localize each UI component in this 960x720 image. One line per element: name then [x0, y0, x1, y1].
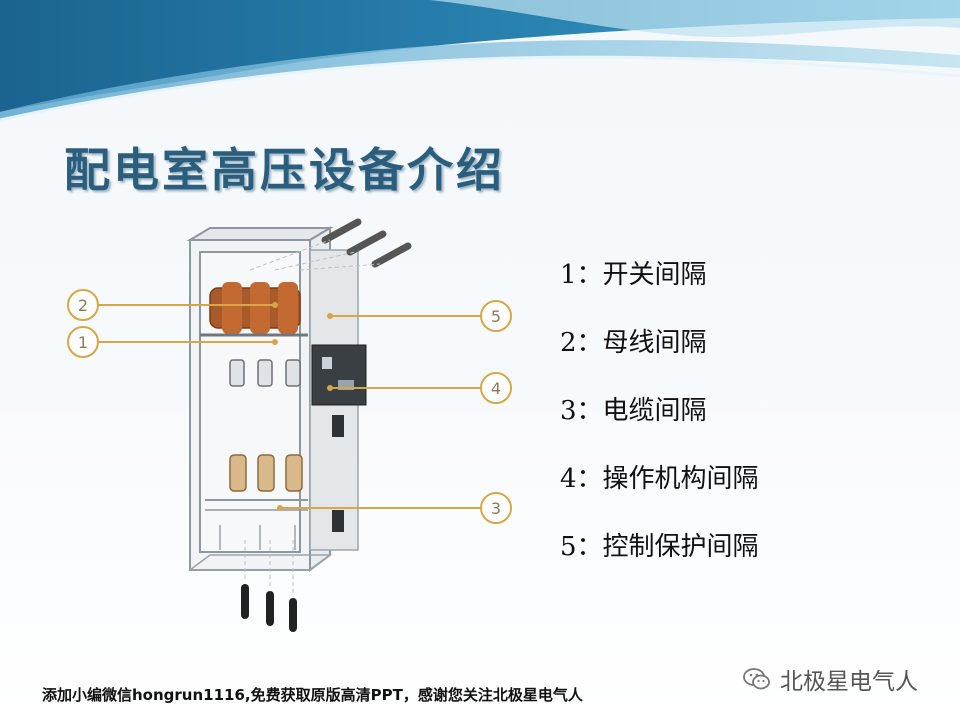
callout-3: 3: [480, 492, 512, 524]
slide-title: 配电室高压设备介绍: [64, 143, 505, 197]
callout-1: 1: [67, 326, 99, 358]
top-bushings: [321, 218, 412, 268]
legend-item-busbar: 2：母线间隔: [560, 328, 707, 358]
svg-text:2: 2: [78, 296, 88, 315]
callout-5: 5: [480, 300, 512, 332]
switch-compartment: [229, 359, 301, 387]
header-wave-decoration: [0, 0, 960, 122]
footer-note: 添加小编微信hongrun1116,免费获取原版高清PPT，感谢您关注北极星电气…: [42, 686, 583, 704]
wechat-icon: [743, 668, 770, 690]
callout-4: 4: [480, 372, 512, 404]
legend-item-mechanism: 4：操作机构间隔: [560, 464, 759, 494]
bottom-cables: [241, 584, 297, 632]
legend-item-switch: 1：开关间隔: [560, 260, 707, 290]
legend-item-cable: 3：电缆间隔: [560, 396, 707, 426]
mechanism-box: [311, 344, 367, 406]
legend-item-control: 5：控制保护间隔: [560, 532, 759, 562]
cable-compartment: [229, 454, 303, 492]
svg-text:1: 1: [78, 333, 88, 352]
compartment-legend: 1：开关间隔 2：母线间隔 3：电缆间隔 4：操作机构间隔 5：控制保护间隔: [560, 255, 759, 595]
brand-name: 北极星电气人: [780, 669, 918, 695]
cabinet-frame: [186, 226, 334, 572]
svg-text:3: 3: [491, 499, 501, 518]
switchgear-cabinet-diagram: 2 1 5 4 3: [67, 218, 512, 632]
callout-2: 2: [67, 289, 99, 321]
svg-text:5: 5: [491, 307, 501, 326]
svg-text:4: 4: [491, 379, 501, 398]
brand-watermark: 北极星电气人: [742, 664, 918, 695]
busbar-compartment: [209, 282, 301, 334]
